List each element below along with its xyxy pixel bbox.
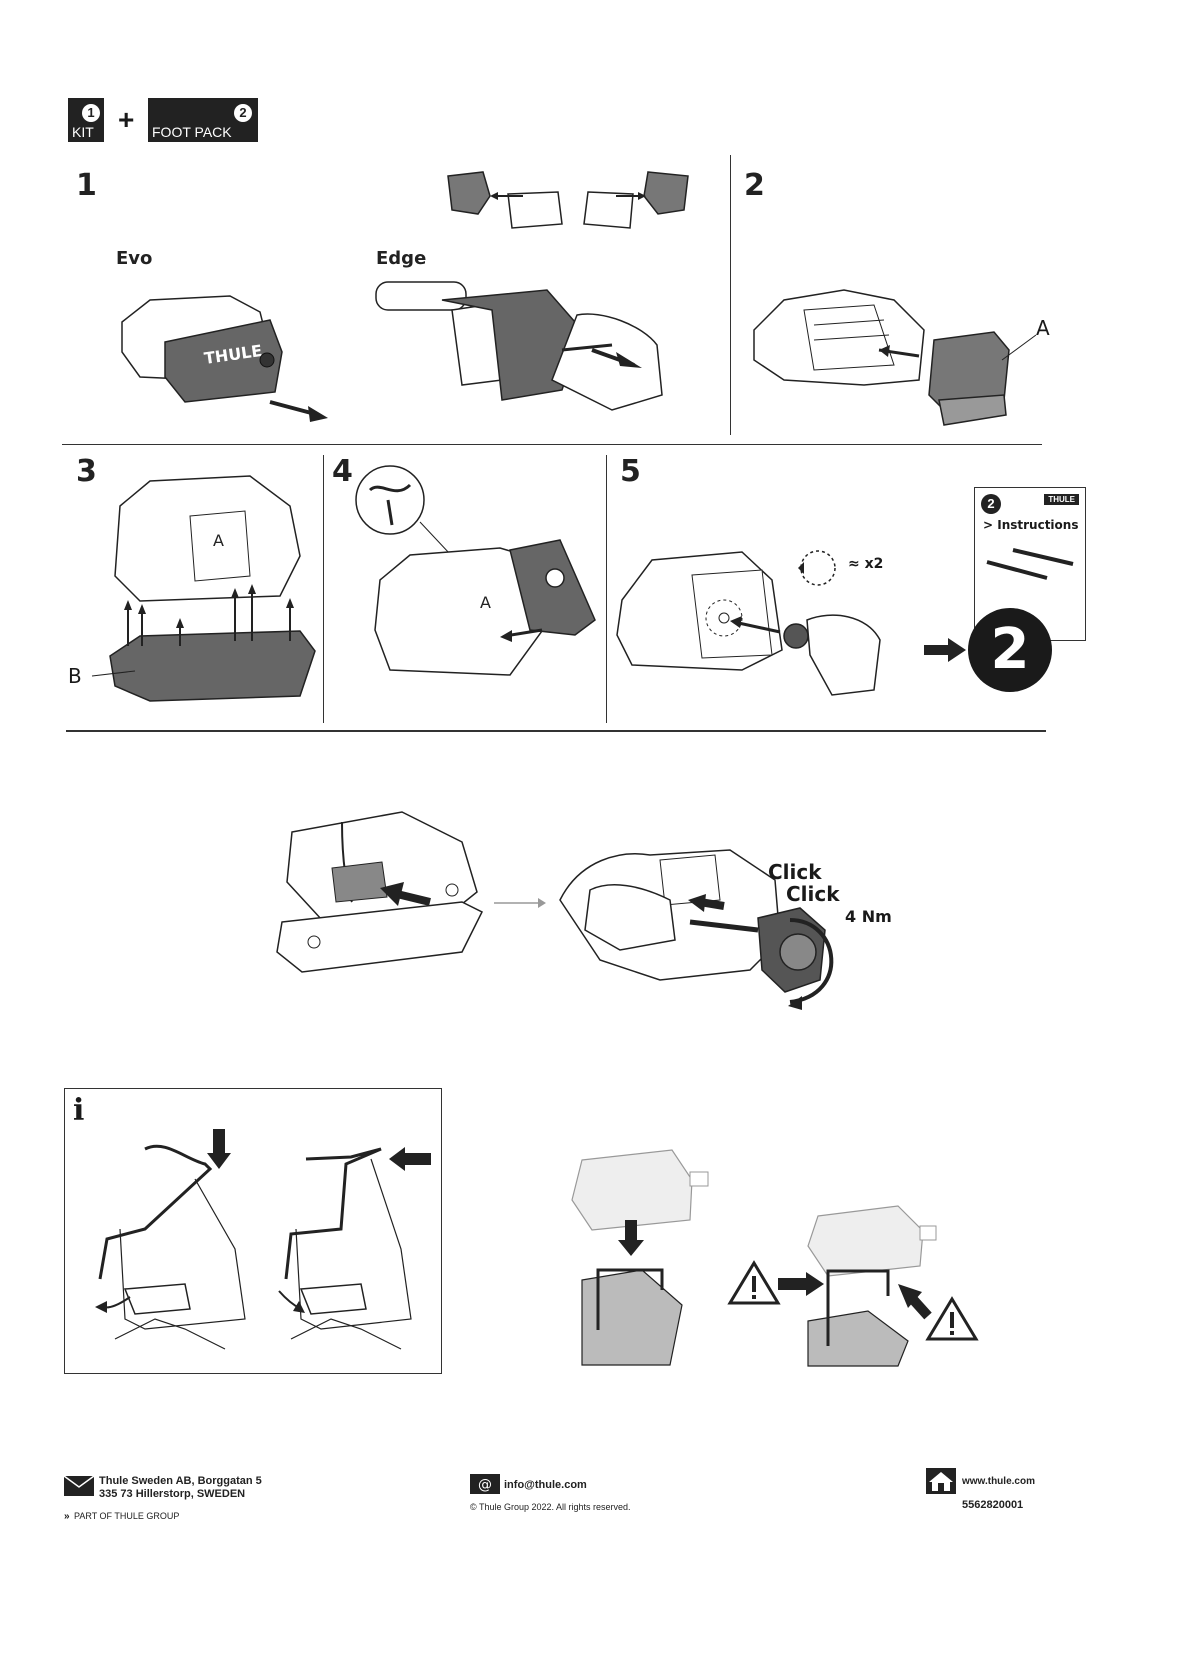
divider-step4-step5 xyxy=(606,455,607,723)
copyright: © Thule Group 2022. All rights reserved. xyxy=(470,1502,631,1512)
group-line: » PART OF THULE GROUP xyxy=(64,1506,179,1524)
step-5-number: 5 xyxy=(620,454,641,489)
info-box: i xyxy=(64,1088,442,1374)
kit-label: KIT xyxy=(72,124,94,140)
divider-step1-step2 xyxy=(730,155,731,435)
repeat-count: ≈ x2 xyxy=(848,556,884,572)
booklet-title: > Instructions xyxy=(983,518,1079,532)
kit-badge: 1 KIT xyxy=(68,98,104,142)
svg-text:@: @ xyxy=(478,1477,492,1493)
step-3-illustration: A xyxy=(91,475,316,702)
booklet-number: 2 xyxy=(981,494,1001,514)
info-right-illustration xyxy=(278,1147,431,1350)
house-icon xyxy=(926,1468,956,1494)
step-4-part-mark: A xyxy=(480,593,491,612)
label-edge: Edge xyxy=(376,248,427,269)
label-evo: Evo xyxy=(116,248,153,269)
plus-sign: + xyxy=(118,104,135,135)
divider-row2 xyxy=(66,730,1046,732)
warning-icon xyxy=(727,1260,781,1305)
company-address-line2: 335 73 Hillerstorp, SWEDEN xyxy=(99,1488,246,1500)
step-2-illustration xyxy=(753,289,1037,426)
step-4-number: 4 xyxy=(332,454,353,489)
foot-pack-label: FOOT PACK xyxy=(152,124,232,140)
step-4-illustration: A xyxy=(355,465,596,676)
website-link[interactable]: www.thule.com xyxy=(962,1476,1035,1487)
step-3-number: 3 xyxy=(76,454,97,489)
divider-row1 xyxy=(62,444,1042,445)
foot-pack-number: 2 xyxy=(234,104,252,122)
next-step-circle: 2 xyxy=(968,608,1052,692)
foot-pack-badge: 2 FOOT PACK xyxy=(148,98,258,142)
step-3-part-mark: A xyxy=(213,531,224,550)
group-text: PART OF THULE GROUP xyxy=(74,1511,180,1521)
torque-wrench-illustration xyxy=(559,849,834,1010)
rotate-indicator xyxy=(798,550,836,586)
incorrect-fit-illustration xyxy=(778,1205,937,1367)
envelope-icon xyxy=(63,1475,95,1496)
step-5-illustration xyxy=(616,551,881,696)
company-address-line1: Thule Sweden AB, Borggatan 5 xyxy=(99,1475,262,1487)
step-1-connector-illustration xyxy=(447,171,689,229)
callout-a: A xyxy=(1036,316,1050,340)
edge-foot-illustration xyxy=(375,281,663,411)
info-left-illustration xyxy=(95,1129,246,1350)
transition-arrow-icon xyxy=(494,898,546,908)
repeat-count-value: x2 xyxy=(864,556,884,572)
evo-foot-illustration: THULE xyxy=(121,295,328,422)
kit-number: 1 xyxy=(82,104,100,122)
correct-fit-illustration xyxy=(571,1149,709,1366)
clamp-insert-illustration xyxy=(276,811,484,973)
email-link[interactable]: info@thule.com xyxy=(504,1479,587,1491)
roof-bars-illustration xyxy=(986,548,1074,580)
callout-b: B xyxy=(68,664,82,688)
divider-step3-step4 xyxy=(323,455,324,723)
click-label-1: Click xyxy=(768,860,822,884)
click-label-2: Click xyxy=(786,882,840,906)
at-icon: @ xyxy=(470,1474,500,1494)
chevrons-icon: » xyxy=(64,1511,70,1522)
next-arrow-icon xyxy=(924,638,966,662)
warning-icon xyxy=(925,1296,979,1341)
info-icon: i xyxy=(73,1093,85,1128)
booklet-brand: THULE xyxy=(1044,494,1079,505)
document-number: 5562820001 xyxy=(962,1499,1024,1511)
step-1-number: 1 xyxy=(76,168,97,203)
step-2-number: 2 xyxy=(744,168,765,203)
torque-value: 4 Nm xyxy=(845,907,892,926)
